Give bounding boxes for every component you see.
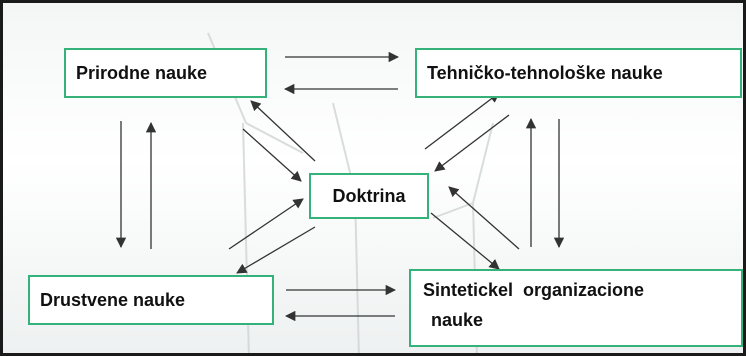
arrow-tehnicko-to-doktrina bbox=[434, 114, 510, 172]
arrow-doktrina-to-tehnicko bbox=[424, 92, 500, 150]
arrow-prirodne-to-doktrina bbox=[242, 128, 302, 182]
arrows-layer bbox=[115, 51, 565, 322]
node-tehnicko-label: Tehničko-tehnološke nauke bbox=[427, 63, 663, 83]
arrow-doktrina-to-drustvene bbox=[236, 226, 316, 274]
arrow-doktrina-to-sinteticke bbox=[430, 212, 500, 270]
node-prirodne-label: Prirodne nauke bbox=[76, 63, 208, 83]
arrow-doktrina-to-prirodne bbox=[250, 100, 316, 162]
node-doktrina-label: Doktrina bbox=[332, 186, 406, 206]
arrow-sinteticke-to-doktrina bbox=[448, 186, 520, 250]
node-tehnicko-tehnoloske-nauke: Tehničko-tehnološke nauke bbox=[415, 48, 742, 98]
node-sinteticke-label-line1: Sintetickel organizacione bbox=[423, 280, 645, 300]
node-prirodne-nauke: Prirodne nauke bbox=[64, 48, 267, 98]
node-drustvene-nauke: Drustvene nauke bbox=[28, 275, 274, 325]
node-sinteticke-organizacione-nauke: Sintetickel organizacione nauke bbox=[409, 269, 743, 347]
node-sinteticke-label-line2: nauke bbox=[431, 310, 484, 330]
arrow-drustvene-to-doktrina bbox=[228, 198, 304, 250]
node-doktrina: Doktrina bbox=[309, 173, 429, 219]
node-drustvene-label: Drustvene nauke bbox=[40, 290, 186, 310]
